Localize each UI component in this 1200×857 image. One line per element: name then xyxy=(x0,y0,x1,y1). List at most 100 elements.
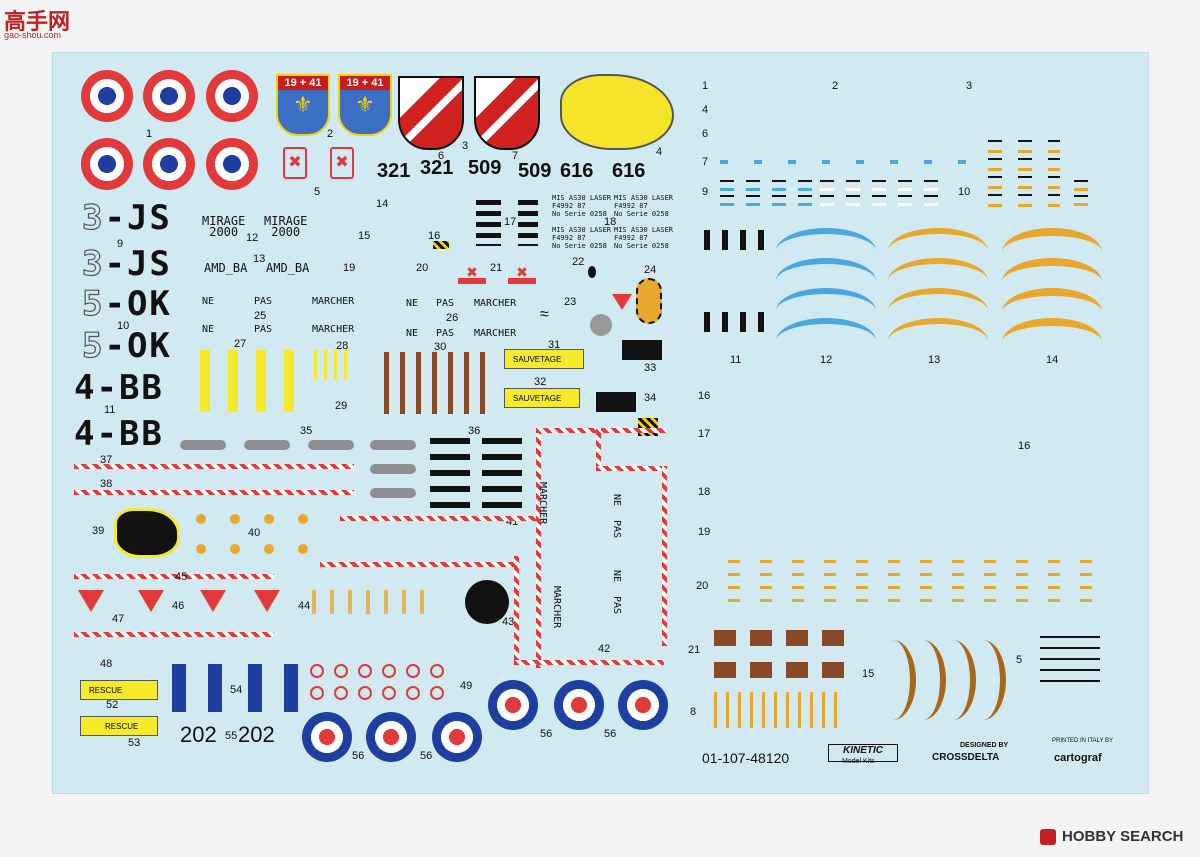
walkway-line xyxy=(74,464,354,469)
decal-number: 46 xyxy=(172,600,185,612)
decal-number: 9 xyxy=(117,238,124,250)
tail-code: 202 xyxy=(180,722,217,747)
watermark-bottom: HOBBY SEARCH xyxy=(1062,828,1184,845)
watermark-top-sub: gao-shou.com xyxy=(4,30,62,40)
tail-code: 202 xyxy=(238,722,275,747)
roundel-icon xyxy=(554,680,604,730)
tail-code: 616 xyxy=(612,160,646,182)
decal-number: 2 xyxy=(832,80,839,92)
stencil-marcher: MARCHER xyxy=(474,328,517,339)
decal-number: 11 xyxy=(730,354,742,366)
warning-stripe xyxy=(433,241,449,249)
red-cross-marker-icon: ✖ xyxy=(508,264,536,284)
stencil-pas: PAS xyxy=(254,296,273,307)
black-bars xyxy=(704,312,766,332)
decal-number: 56 xyxy=(604,728,617,740)
black-bars xyxy=(704,230,766,250)
black-lines xyxy=(1040,636,1100,682)
decal-number: 55 xyxy=(225,730,238,742)
watermark-top: 高手网 xyxy=(4,9,71,35)
decal-number: 42 xyxy=(598,643,611,655)
decal-number: 9 xyxy=(702,186,709,198)
triangle-warning-icon xyxy=(78,590,104,612)
decal-number: 16 xyxy=(428,230,441,242)
code-ok: 5-OK xyxy=(81,325,172,366)
stencil-marcher: MARCHER xyxy=(312,296,355,307)
crossdelta-logo: CROSSDELTA xyxy=(932,752,1000,763)
decal-number: 22 xyxy=(572,256,585,268)
decal-number: 26 xyxy=(446,312,459,324)
red-ring-icon xyxy=(334,686,348,700)
decal-number: 43 xyxy=(502,616,515,628)
brown-stripes xyxy=(384,352,494,414)
roundel-icon xyxy=(206,138,258,190)
stencil-pas-vertical: PAS xyxy=(611,596,622,615)
decal-number: 49 xyxy=(460,680,473,692)
triangle-warning-icon xyxy=(200,590,226,612)
code-bb: 4-BB xyxy=(74,368,164,408)
rescue-arrow: RESCUE xyxy=(80,680,158,700)
roundel-icon xyxy=(366,712,416,762)
stencil-ne: NE xyxy=(406,328,419,339)
decal-number: 56 xyxy=(352,750,365,762)
red-ring-icon xyxy=(430,686,444,700)
walkway-line xyxy=(536,428,666,433)
red-ring-icon xyxy=(358,664,372,678)
stencil-ne-vertical: NE xyxy=(611,494,622,507)
grey-pad xyxy=(370,488,416,498)
kinetic-logo: KINETIC xyxy=(828,744,898,762)
decal-number: 3 xyxy=(966,80,973,92)
decal-number: 19 xyxy=(698,526,711,538)
small-dashes xyxy=(1074,180,1088,206)
stencil-ne-vertical: NE xyxy=(611,570,622,583)
decal-number: 17 xyxy=(698,428,711,440)
decal-number: 6 xyxy=(438,150,445,162)
red-ring-icon xyxy=(310,664,324,678)
decal-number: 21 xyxy=(688,644,701,656)
roundel-icon xyxy=(81,70,133,122)
red-rings xyxy=(310,664,450,700)
decal-number: 10 xyxy=(958,186,971,198)
orange-arcs xyxy=(1002,228,1102,338)
yellow-dot-icon xyxy=(298,544,308,554)
mis-text: MIS AS30 LASER F4992 87 No Serie 0258 xyxy=(614,194,674,218)
decal-number: 8 xyxy=(690,706,697,718)
blue-arcs xyxy=(776,228,876,338)
stencil-marcher-vertical: MARCHER xyxy=(537,482,548,525)
decal-number: 24 xyxy=(644,264,657,276)
decal-number: 5 xyxy=(1016,654,1023,666)
walkway-line xyxy=(340,516,540,521)
red-ring-icon xyxy=(358,686,372,700)
amd-text: AMD_BA xyxy=(204,261,248,275)
tail-code: 509 xyxy=(518,160,552,182)
decal-number: 6 xyxy=(702,128,709,140)
tiger-head-icon xyxy=(114,508,180,558)
decal-number: 27 xyxy=(234,338,247,350)
warning-label-icon xyxy=(596,392,636,412)
walkway-line xyxy=(74,490,354,495)
yellow-stripe xyxy=(256,350,266,412)
walkway-line xyxy=(596,428,601,468)
yellow-stripe xyxy=(284,350,294,412)
designed-by: DESIGNED BY xyxy=(960,742,1009,749)
roundel-icon xyxy=(618,680,668,730)
small-dashes xyxy=(988,140,1060,210)
decal-number: 17 xyxy=(504,216,517,228)
decal-number: 1 xyxy=(702,80,709,92)
decal-number: 14 xyxy=(376,198,389,210)
decal-number: 5 xyxy=(314,186,321,198)
roundel-icon xyxy=(81,138,133,190)
warning-stripe xyxy=(638,418,658,436)
decal-number: 52 xyxy=(106,699,119,711)
yellow-dot-icon xyxy=(230,544,240,554)
squadron-shield-icon: 19 + 41 ⚜ xyxy=(276,74,330,136)
decal-number: 4 xyxy=(656,146,663,158)
amd-text: AMD_BA xyxy=(266,261,310,275)
chevron-stencil xyxy=(430,438,470,508)
decal-number: 19 xyxy=(343,262,356,274)
decal-number: 14 xyxy=(1046,354,1059,366)
red-cross-marker-icon: ✖ xyxy=(458,264,486,284)
printed-by: PRINTED IN ITALY BY xyxy=(1052,738,1114,744)
grey-disc-icon xyxy=(590,314,612,336)
grey-pad xyxy=(244,440,290,450)
